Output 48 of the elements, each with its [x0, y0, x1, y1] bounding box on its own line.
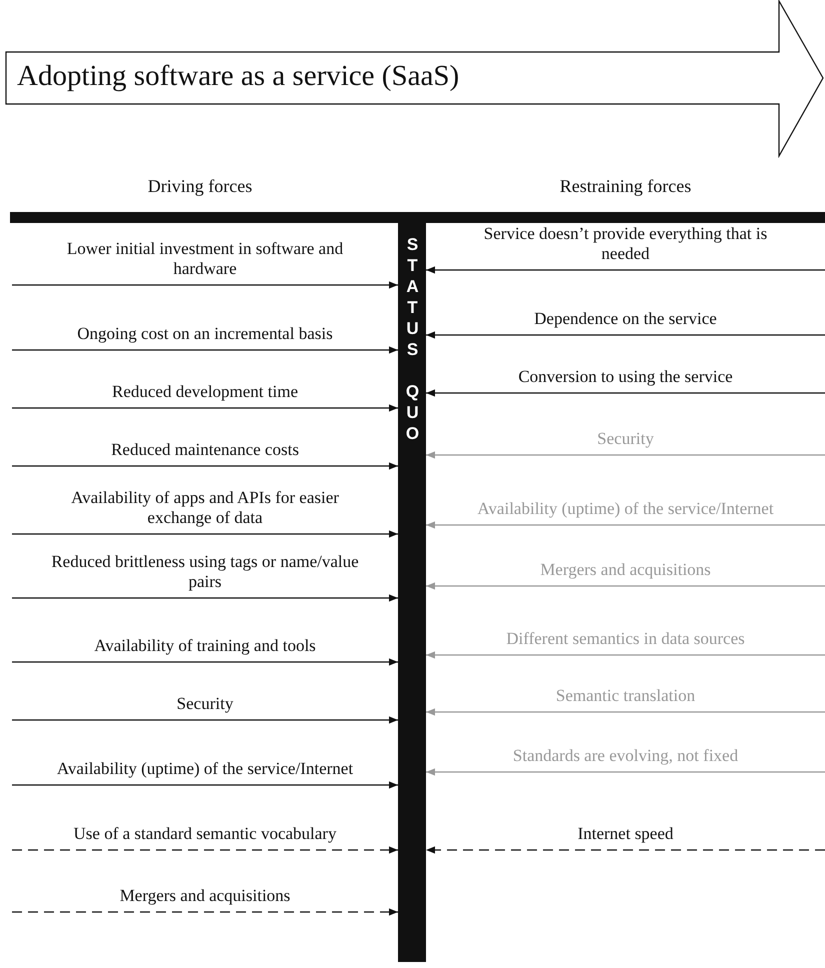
arrow: [426, 521, 825, 529]
column-heading: Driving forces: [146, 176, 254, 196]
edge-label: Security: [596, 429, 655, 449]
edge-label: Security: [176, 694, 234, 714]
arrow: [12, 716, 398, 724]
arrow: [12, 658, 398, 666]
title-text: Adopting software as a service (SaaS): [17, 60, 460, 93]
arrow: [426, 768, 825, 776]
arrow-shape: [5, 0, 825, 158]
edge-label: Reduced maintenance costs: [110, 440, 300, 460]
vertical-text: STATUS QUO: [402, 235, 423, 445]
arrow: [12, 530, 398, 538]
edge-label: Availability (uptime) of the service/Internet: [56, 759, 354, 779]
arrow: [426, 651, 825, 659]
dashed-arrow: [12, 908, 398, 916]
edge-label: Standards are evolving, not fixed: [512, 746, 740, 766]
arrow: [426, 266, 825, 274]
arrow: [12, 404, 398, 412]
edge-label: Different semantics in data sources: [505, 629, 746, 649]
edge-label: Reduced development time: [111, 382, 299, 402]
edge-label: Availability of apps and APIs for easier exchange of data: [70, 488, 340, 528]
arrow: [12, 594, 398, 602]
dashed-arrow: [426, 846, 825, 854]
arrow: [12, 346, 398, 354]
arrow: [426, 708, 825, 716]
arrow: [426, 389, 825, 397]
edge-label: Availability (uptime) of the service/Internet: [476, 499, 775, 519]
edge-label: Internet speed: [576, 824, 674, 844]
edge-label: Ongoing cost on an incremental basis: [76, 324, 334, 344]
arrow: [12, 781, 398, 789]
edge-label: Conversion to using the service: [517, 367, 734, 387]
edge-label: Dependence on the service: [533, 309, 718, 329]
arrow: [426, 451, 825, 459]
arrow: [426, 331, 825, 339]
arrow: [12, 462, 398, 470]
edge-label: Semantic translation: [554, 686, 696, 706]
edge-label: Lower initial investment in software and hardware: [66, 239, 344, 279]
edge-label: Use of a standard semantic vocabulary: [72, 824, 338, 844]
edge-label: Mergers and acquisitions: [118, 886, 292, 906]
column-heading: Restraining forces: [558, 176, 692, 196]
status-quo-bar: [398, 223, 426, 962]
arrow: [426, 582, 825, 590]
edge-label: Mergers and acquisitions: [539, 560, 712, 580]
edge-label: Service doesn’t provide everything that is needed: [482, 224, 768, 264]
arrow: [12, 281, 398, 289]
edge-label: Reduced brittleness using tags or name/value pairs: [50, 552, 360, 592]
dashed-arrow: [12, 846, 398, 854]
edge-label: Availability of training and tools: [93, 636, 317, 656]
